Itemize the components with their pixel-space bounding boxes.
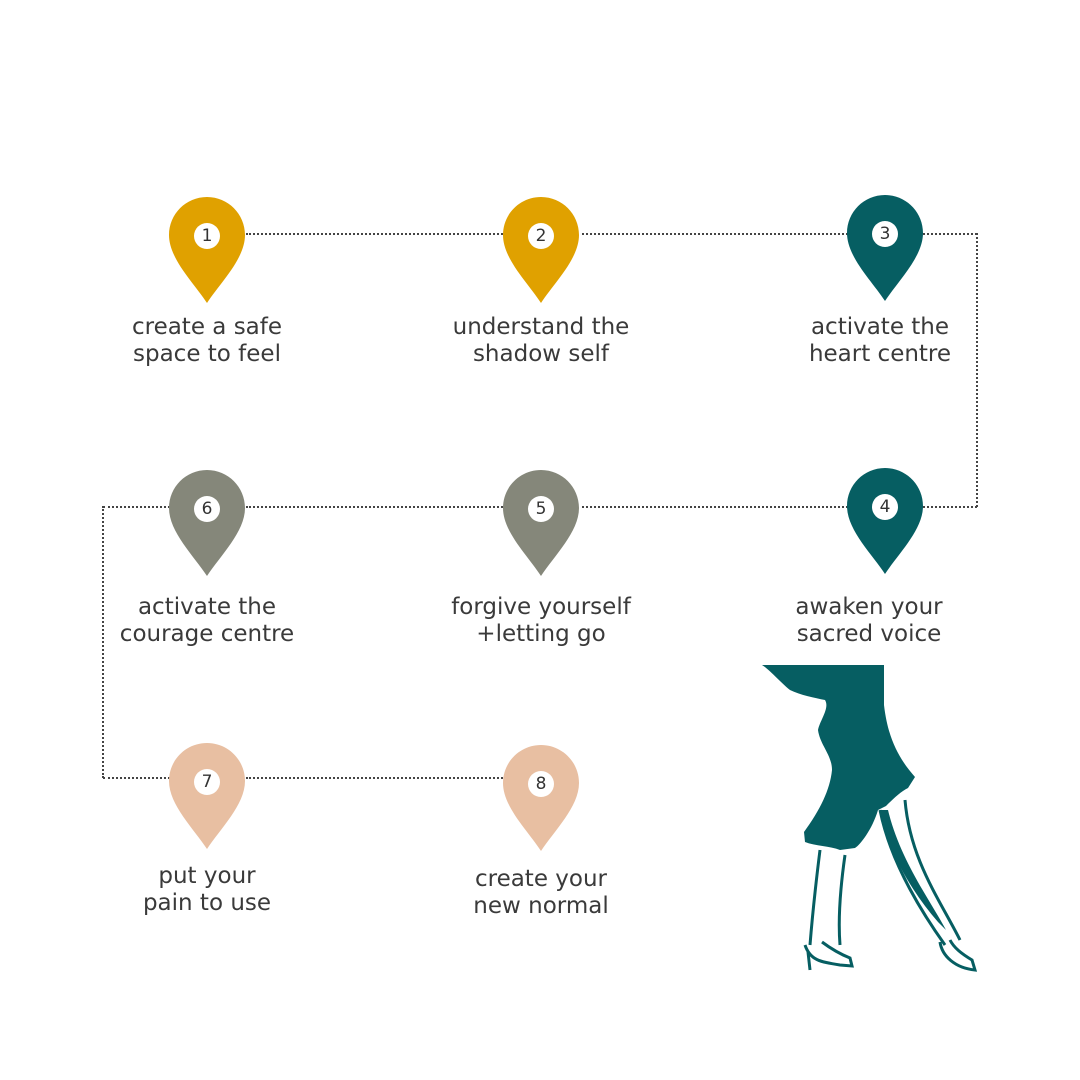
step-label-line2: pain to use xyxy=(142,890,272,916)
connector-6-left xyxy=(103,506,170,508)
step-label-line1: understand the xyxy=(452,314,630,340)
step-number: 5 xyxy=(535,499,547,519)
step-number: 2 xyxy=(535,226,547,246)
map-pin-icon xyxy=(503,745,579,851)
dancer-illustration xyxy=(762,665,978,972)
connector-2-3 xyxy=(582,233,848,235)
map-pin-step-7: 7 xyxy=(169,743,245,849)
step-label-line2: sacred voice xyxy=(796,621,942,647)
step-label-line1: create a safe xyxy=(131,314,283,340)
step-number: 8 xyxy=(535,774,547,794)
step-label-line2: new normal xyxy=(473,893,609,919)
step-number: 7 xyxy=(201,772,213,792)
step-label-line1: create your xyxy=(474,866,608,892)
step-number: 1 xyxy=(201,226,213,246)
connector-left-vertical xyxy=(102,506,104,778)
map-pin-step-2: 2 xyxy=(503,197,579,303)
map-pin-step-3: 3 xyxy=(847,195,923,301)
step-label-line2: +letting go xyxy=(476,621,606,647)
step-label-line2: heart centre xyxy=(808,341,952,367)
map-pin-icon xyxy=(847,468,923,574)
connector-1-2 xyxy=(246,233,503,235)
step-label-5: forgive yourself+letting go xyxy=(411,594,671,648)
map-pin-icon xyxy=(169,197,245,303)
map-pin-step-5: 5 xyxy=(503,470,579,576)
map-pin-icon xyxy=(847,195,923,301)
connector-right-4 xyxy=(920,506,977,508)
connector-left-7 xyxy=(103,777,170,779)
step-number: 4 xyxy=(879,497,891,517)
step-label-line1: activate the xyxy=(137,594,277,620)
map-pin-icon xyxy=(169,743,245,849)
map-pin-step-1: 1 xyxy=(169,197,245,303)
step-label-line1: activate the xyxy=(810,314,950,340)
connector-right-vertical xyxy=(976,233,978,507)
step-number: 6 xyxy=(201,499,213,519)
map-pin-step-8: 8 xyxy=(503,745,579,851)
connector-7-8 xyxy=(246,777,503,779)
connector-4-5 xyxy=(582,506,848,508)
map-pin-step-4: 4 xyxy=(847,468,923,574)
step-number: 3 xyxy=(879,224,891,244)
step-label-line2: space to feel xyxy=(133,341,281,367)
connector-3-right xyxy=(920,233,977,235)
map-pin-icon xyxy=(169,470,245,576)
connector-5-6 xyxy=(246,506,503,508)
step-label-line1: awaken your xyxy=(795,594,943,620)
step-label-line1: put your xyxy=(158,863,256,889)
step-label-line2: shadow self xyxy=(472,341,610,367)
map-pin-icon xyxy=(503,470,579,576)
map-pin-step-6: 6 xyxy=(169,470,245,576)
step-label-line2: courage centre xyxy=(119,621,295,647)
step-label-line1: forgive yourself xyxy=(451,594,631,620)
map-pin-icon xyxy=(503,197,579,303)
